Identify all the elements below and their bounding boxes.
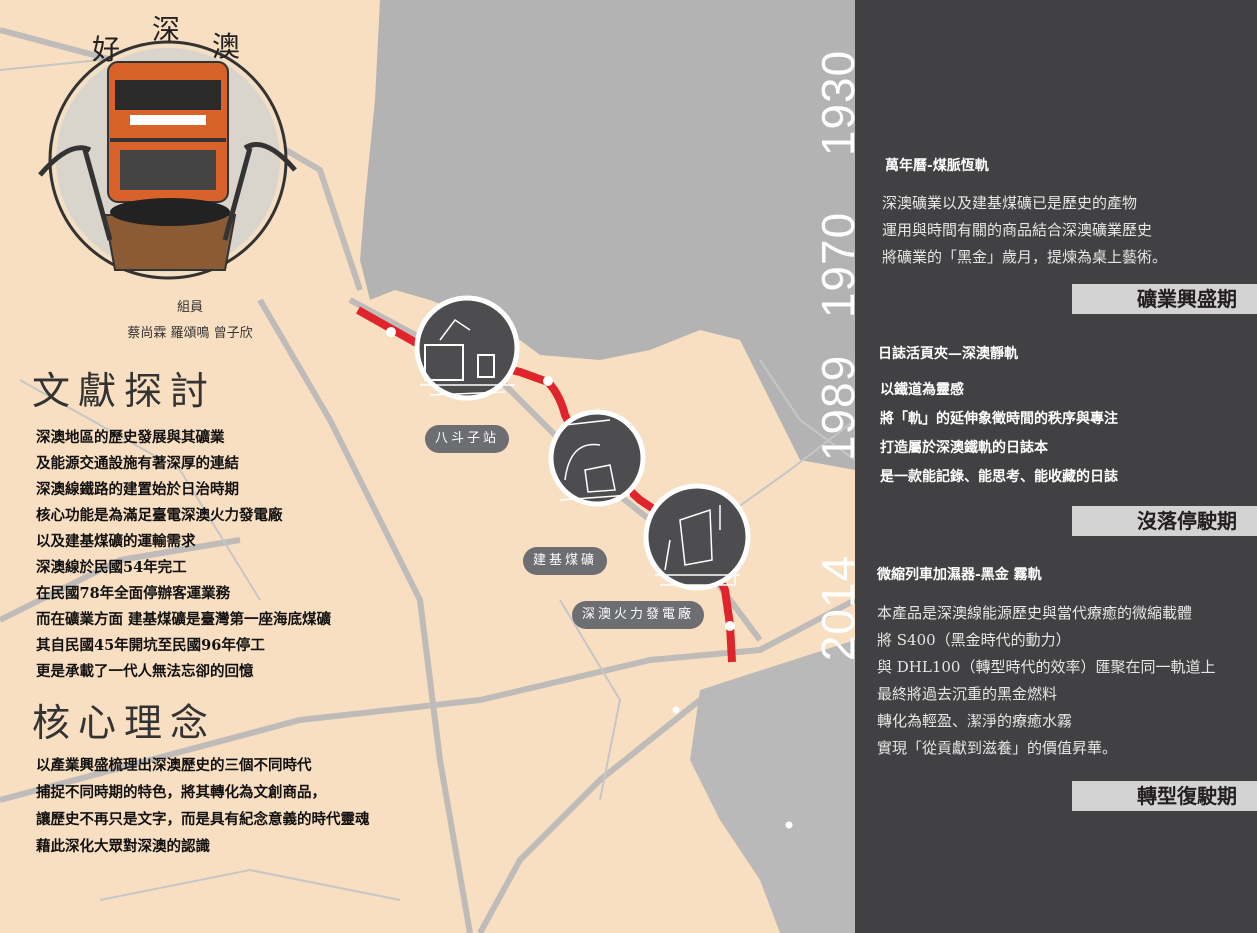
coal-mine-icon xyxy=(548,409,646,507)
concept-heading: 核心理念 xyxy=(32,701,217,745)
era-label-decline: 沒落停駛期 xyxy=(1072,506,1257,536)
minor-roads xyxy=(0,58,856,901)
team-label: 組員 xyxy=(176,300,203,315)
period-3-title: 微縮列車加濕器-黑金 霧軌 xyxy=(877,567,1042,583)
logo-title-char: 深 xyxy=(152,13,181,46)
era-label-revival: 轉型復駛期 xyxy=(1072,781,1257,811)
station-label-jianji-mine[interactable]: 建基煤礦 xyxy=(523,547,608,575)
logo-title-char: 澳 xyxy=(212,30,241,63)
concept-text: 以產業興盛梳理出深澳歷史的三個不同時代捕捉不同時期的特色，將其轉化為文創商品，讓… xyxy=(36,757,370,855)
year-label: 2014 xyxy=(812,554,864,662)
period-3-text: 本產品是深澳線能源歷史與當代療癒的微縮載體將 S400（黑金時代的動力）與 DH… xyxy=(877,604,1216,757)
period-1-text: 深澳礦業以及建基煤礦已是歷史的產物運用與時間有關的商品結合深澳礦業歷史將礦業的「… xyxy=(882,194,1168,266)
station-label-badouzi[interactable]: 八斗子站 xyxy=(425,425,510,453)
right-panel xyxy=(855,0,1257,933)
period-2-title: 日誌活頁夾—深澳靜軌 xyxy=(878,346,1018,362)
sea-area-south xyxy=(690,640,855,933)
sea-area xyxy=(360,0,855,470)
period-1-title: 萬年曆-煤脈恆軌 xyxy=(885,158,989,174)
period-2-text: 以鐵道為靈感將「軌」的延伸象徵時間的秩序與專注打造屬於深澳鐵軌的日誌本是一款能記… xyxy=(880,382,1118,485)
roads xyxy=(0,27,857,933)
year-label: 1989 xyxy=(812,354,864,462)
logo-title-char: 好 xyxy=(92,33,121,66)
literature-text: 深澳地區的歷史發展與其礦業及能源交通設施有著深厚的連結深澳線鐵路的建置始於日治時… xyxy=(36,429,332,680)
train-station-icon xyxy=(414,295,520,401)
power-plant-icon xyxy=(643,483,751,591)
station-label-power-plant[interactable]: 深澳火力發電廠 xyxy=(572,601,705,629)
year-label: 1970 xyxy=(812,211,864,319)
logo-emblem xyxy=(38,40,297,280)
era-label-mining-boom: 礦業興盛期 xyxy=(1072,284,1257,314)
year-label: 1930 xyxy=(812,49,864,157)
team-members: 蔡尚霖 羅頌鳴 曾子欣 xyxy=(127,326,253,341)
literature-heading: 文獻探討 xyxy=(32,369,217,413)
